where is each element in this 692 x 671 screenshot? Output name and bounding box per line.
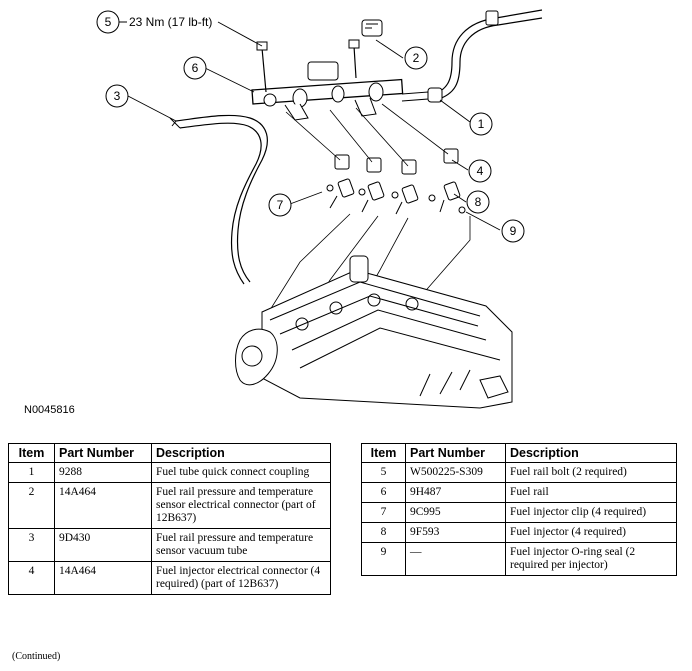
- part-description: Fuel tube quick connect coupling: [151, 462, 331, 483]
- engine-cylinder-head: [235, 255, 513, 409]
- callout-2: 2: [404, 46, 428, 70]
- svg-text:8: 8: [475, 195, 482, 209]
- svg-text:2: 2: [413, 51, 420, 65]
- vacuum-tube: [175, 114, 268, 283]
- table-row: 9 — Fuel injector O-ring seal (2 require…: [361, 542, 677, 576]
- svg-text:1: 1: [478, 117, 485, 131]
- pressure-sensor-connector: [307, 19, 383, 81]
- table-row: 3 9D430 Fuel rail pressure and temperatu…: [8, 528, 331, 562]
- callout-4: 4: [468, 159, 492, 183]
- part-number: 14A464: [54, 561, 152, 595]
- item-number: 8: [361, 522, 406, 543]
- callout-1: 1: [469, 112, 493, 136]
- item-number: 6: [361, 482, 406, 503]
- col-header-description: Description: [505, 443, 677, 463]
- table-row: 4 14A464 Fuel injector electrical connec…: [8, 561, 331, 595]
- part-number: 9F593: [405, 522, 506, 543]
- col-header-description: Description: [151, 443, 331, 463]
- part-number: 9H487: [405, 482, 506, 503]
- part-number: —: [405, 542, 506, 576]
- fuel-supply-tube: [427, 9, 543, 103]
- continued-note: (Continued): [12, 651, 61, 662]
- part-description: Fuel rail pressure and temperature senso…: [151, 528, 331, 562]
- part-number: 9288: [54, 462, 152, 483]
- part-number: 9C995: [405, 502, 506, 523]
- parts-table-left: Item Part Number Description 1 9288 Fuel…: [8, 443, 331, 595]
- svg-text:3: 3: [114, 89, 121, 103]
- item-number: 4: [8, 561, 55, 595]
- table-header-row: Item Part Number Description: [8, 443, 331, 463]
- callout-5: 5: [96, 10, 127, 34]
- part-description: Fuel injector electrical connector (4 re…: [151, 561, 331, 595]
- torque-spec-label: 23 Nm (17 lb-ft): [129, 15, 212, 29]
- svg-text:9: 9: [510, 224, 517, 238]
- table-row: 8 9F593 Fuel injector (4 required): [361, 522, 677, 543]
- part-description: Fuel injector O-ring seal (2 required pe…: [505, 542, 677, 576]
- col-header-part-number: Part Number: [405, 443, 506, 463]
- part-number: 14A464: [54, 482, 152, 529]
- callout-3: 3: [105, 84, 129, 108]
- table-row: 7 9C995 Fuel injector clip (4 required): [361, 502, 677, 523]
- fuel-rail-exploded-diagram: 5 2 3 6 1 4 7 8 9 23 Nm (17 lb-ft): [96, 9, 543, 409]
- col-header-item: Item: [361, 443, 406, 463]
- table-row: 2 14A464 Fuel rail pressure and temperat…: [8, 482, 331, 529]
- item-number: 9: [361, 542, 406, 576]
- part-description: Fuel rail: [505, 482, 677, 503]
- col-header-item: Item: [8, 443, 55, 463]
- svg-text:7: 7: [277, 198, 284, 212]
- svg-text:6: 6: [192, 61, 199, 75]
- part-number: 9D430: [54, 528, 152, 562]
- item-number: 7: [361, 502, 406, 523]
- item-number: 2: [8, 482, 55, 529]
- callout-9: 9: [501, 219, 525, 243]
- item-number: 1: [8, 462, 55, 483]
- callout-7: 7: [268, 193, 292, 217]
- svg-text:5: 5: [105, 15, 112, 29]
- part-number: W500225-S309: [405, 462, 506, 483]
- injector-set: [326, 148, 466, 215]
- item-number: 5: [361, 462, 406, 483]
- table-header-row: Item Part Number Description: [361, 443, 677, 463]
- figure-id: N0045816: [24, 404, 75, 416]
- part-description: Fuel rail pressure and temperature senso…: [151, 482, 331, 529]
- fuel-rail: [251, 78, 429, 121]
- svg-text:4: 4: [477, 164, 484, 178]
- callout-6: 6: [183, 56, 207, 80]
- part-description: Fuel rail bolt (2 required): [505, 462, 677, 483]
- parts-table-right: Item Part Number Description 5 W500225-S…: [361, 443, 677, 576]
- col-header-part-number: Part Number: [54, 443, 152, 463]
- table-row: 5 W500225-S309 Fuel rail bolt (2 require…: [361, 462, 677, 483]
- table-row: 6 9H487 Fuel rail: [361, 482, 677, 503]
- part-description: Fuel injector (4 required): [505, 522, 677, 543]
- item-number: 3: [8, 528, 55, 562]
- callout-8: 8: [466, 190, 490, 214]
- part-description: Fuel injector clip (4 required): [505, 502, 677, 523]
- table-row: 1 9288 Fuel tube quick connect coupling: [8, 462, 331, 483]
